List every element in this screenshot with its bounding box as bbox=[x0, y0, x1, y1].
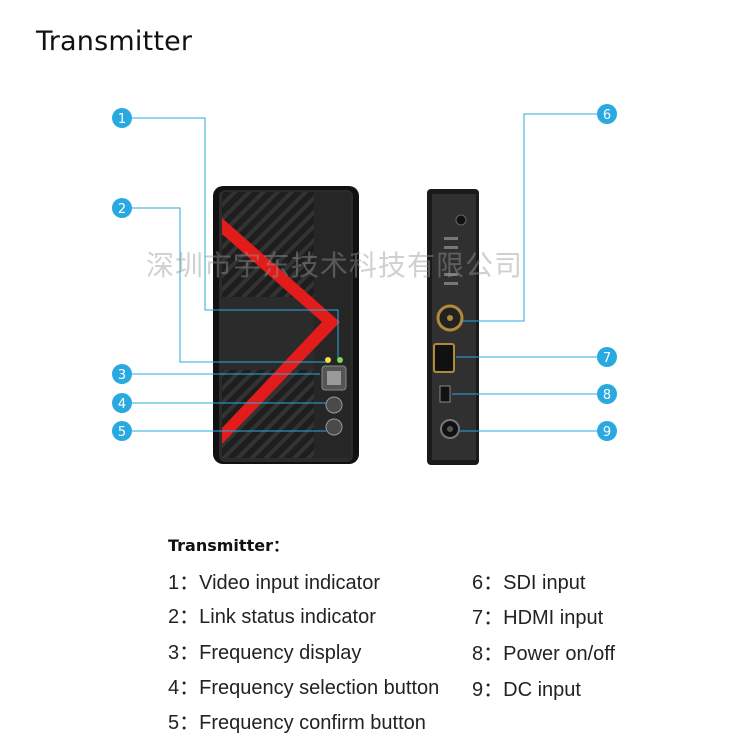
link-status-led bbox=[337, 357, 343, 363]
callout-8: 8 bbox=[597, 384, 617, 404]
legend-text: HDMI input bbox=[503, 607, 604, 629]
legend-text: Frequency confirm button bbox=[199, 712, 426, 734]
legend-item-9: 9：DC input bbox=[472, 673, 581, 702]
video-input-led bbox=[325, 357, 331, 363]
callout-6: 6 bbox=[597, 104, 617, 124]
svg-text:7: 7 bbox=[603, 351, 611, 366]
legend-text: SDI input bbox=[503, 572, 586, 594]
callout-7: 7 bbox=[597, 347, 617, 367]
leader-lines bbox=[132, 113, 597, 432]
legend-item-2: 2：Link status indicator bbox=[168, 600, 376, 629]
callout-1: 1 bbox=[112, 108, 132, 128]
side-device bbox=[427, 189, 479, 465]
red-chevron bbox=[222, 218, 340, 444]
watermark: 深圳市宇东技术科技有限公司 bbox=[146, 249, 524, 282]
legend-item-5: 5：Frequency confirm button bbox=[168, 706, 426, 735]
legend-item-6: 6：SDI input bbox=[472, 566, 585, 595]
svg-text:3: 3 bbox=[118, 368, 126, 383]
svg-text:2: 2 bbox=[118, 202, 126, 217]
legend-text: Link status indicator bbox=[199, 606, 376, 628]
page-title: Transmitter bbox=[36, 26, 193, 57]
legend-num: 5： bbox=[168, 712, 200, 734]
callout-5: 5 bbox=[112, 421, 132, 441]
callout-4: 4 bbox=[112, 393, 132, 413]
legend-num: 2： bbox=[168, 606, 200, 628]
legend-text: Frequency selection button bbox=[199, 677, 440, 699]
legend-text: Video input indicator bbox=[199, 572, 380, 594]
legend-num: 7： bbox=[472, 607, 504, 629]
legend-item-8: 8：Power on/off bbox=[472, 637, 615, 666]
legend-item-7: 7：HDMI input bbox=[472, 601, 603, 630]
svg-text:1: 1 bbox=[118, 112, 126, 127]
front-device bbox=[213, 186, 359, 464]
svg-text:9: 9 bbox=[603, 425, 611, 440]
legend-heading: Transmitter： bbox=[168, 536, 289, 555]
legend-num: 4： bbox=[168, 677, 200, 699]
legend-item-1: 1：Video input indicator bbox=[168, 566, 380, 595]
legend-num: 8： bbox=[472, 643, 504, 665]
frequency-confirm-button bbox=[325, 418, 343, 436]
frequency-selection-button bbox=[325, 396, 343, 414]
legend-num: 3： bbox=[168, 642, 200, 664]
svg-text:6: 6 bbox=[603, 108, 611, 123]
hdmi-connector bbox=[433, 343, 455, 373]
legend-text: DC input bbox=[503, 679, 581, 701]
legend-num: 9： bbox=[472, 679, 504, 701]
power-switch bbox=[439, 385, 451, 403]
legend-text: Frequency display bbox=[199, 642, 362, 664]
legend-item-4: 4：Frequency selection button bbox=[168, 671, 439, 700]
svg-text:5: 5 bbox=[118, 425, 126, 440]
legend-num: 1： bbox=[168, 572, 200, 594]
callout-2: 2 bbox=[112, 198, 132, 218]
callout-9: 9 bbox=[597, 421, 617, 441]
legend-num: 6： bbox=[472, 572, 504, 594]
legend-text: Power on/off bbox=[503, 643, 616, 665]
svg-text:8: 8 bbox=[603, 388, 611, 403]
legend-item-3: 3：Frequency display bbox=[168, 636, 361, 665]
callout-3: 3 bbox=[112, 364, 132, 384]
svg-text:4: 4 bbox=[118, 397, 126, 412]
